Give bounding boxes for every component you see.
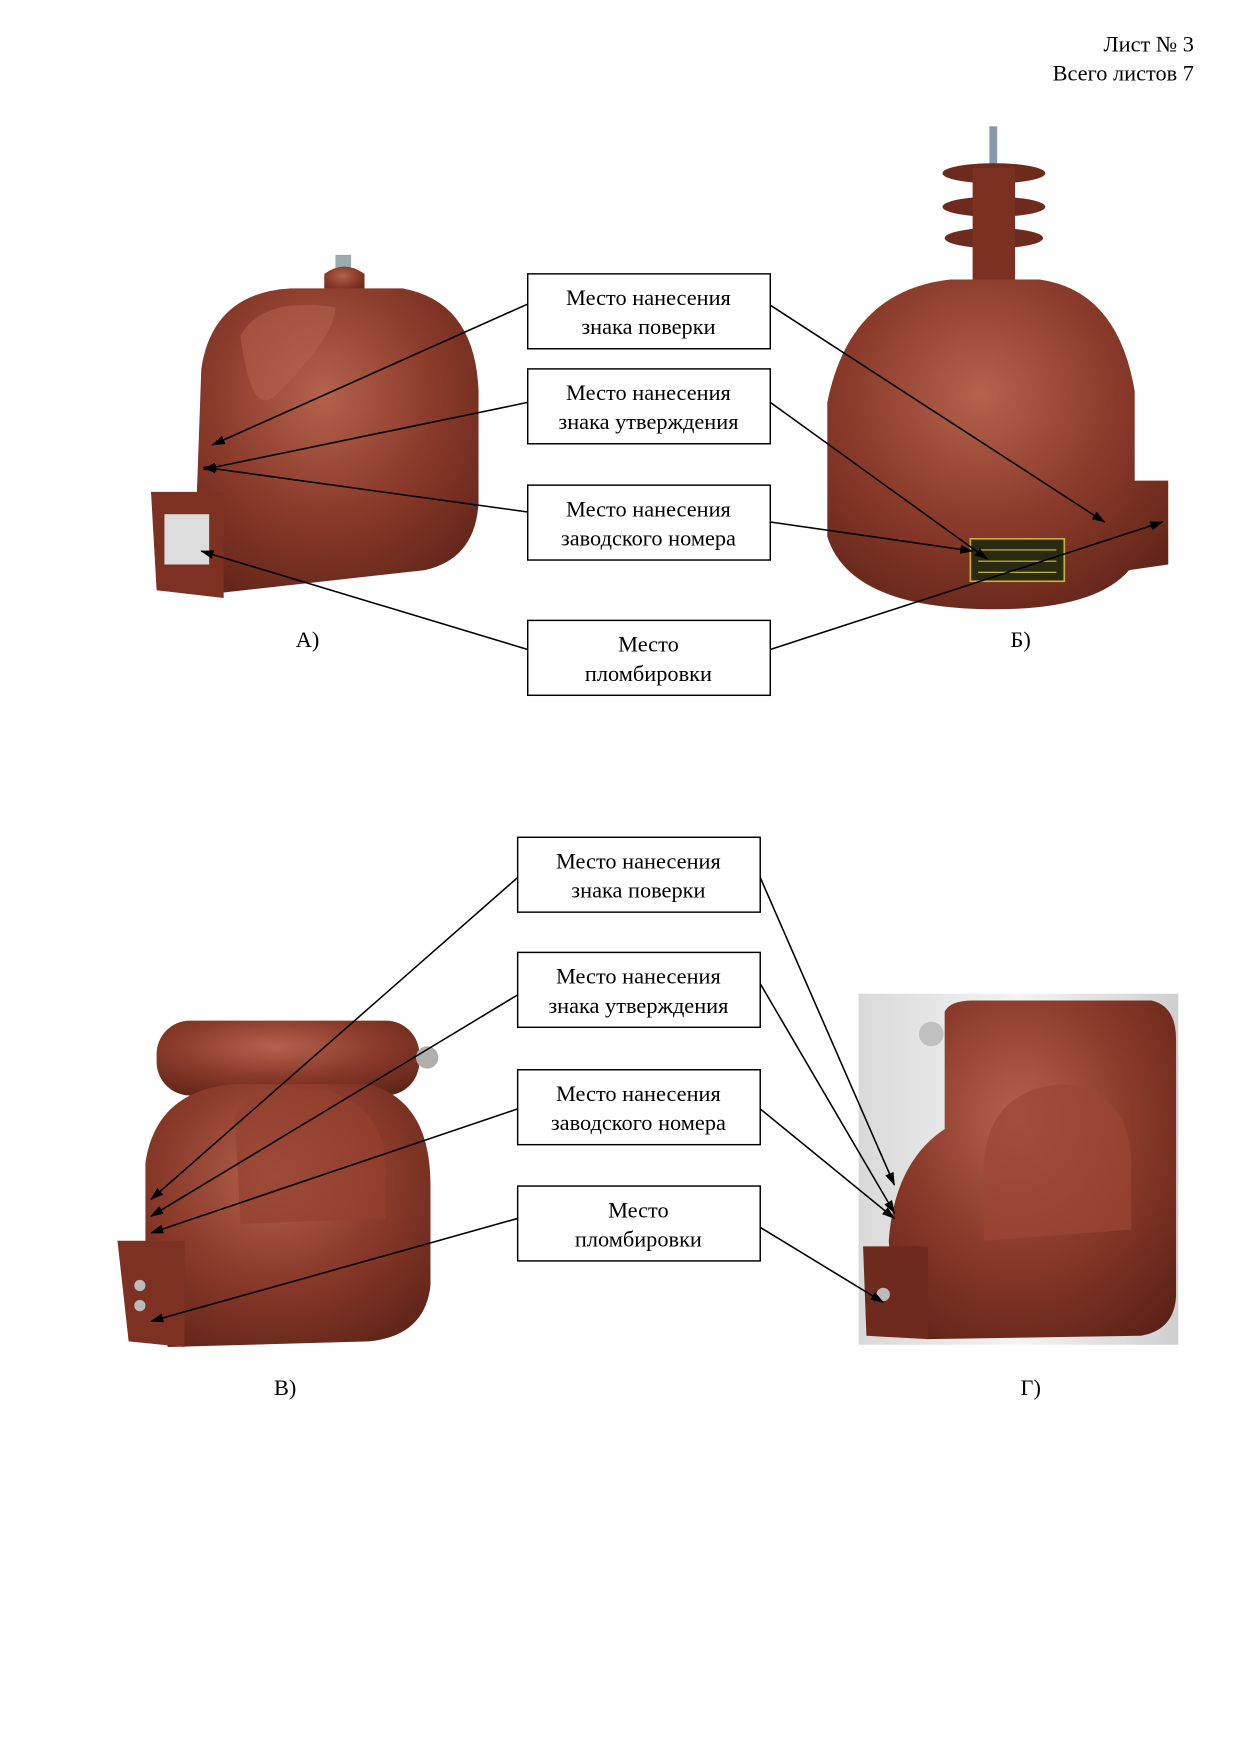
arrows-top — [200, 303, 1164, 651]
figure-label-a: А) — [296, 627, 320, 652]
callout-line2: заводского номера — [551, 1110, 726, 1135]
callout-serial-number-bottom: Место нанесения заводского номера — [516, 1069, 761, 1146]
callout-line2: знака поверки — [581, 314, 715, 339]
callout-line1: Место нанесения — [556, 849, 721, 874]
callout-line1: Место нанесения — [556, 964, 721, 989]
callout-line2: заводского номера — [561, 526, 736, 551]
sheet-total: Всего листов 7 — [1053, 60, 1194, 85]
callout-line1: Место нанесения — [556, 1081, 721, 1106]
transformer-photo-b — [827, 126, 1169, 610]
callout-verification-mark-top: Место нанесения знака поверки — [526, 273, 772, 350]
callout-approval-mark-bottom: Место нанесения знака утверждения — [516, 951, 761, 1029]
callout-line1: Место нанесения — [566, 285, 731, 310]
arrows-bottom — [149, 876, 896, 1323]
callout-line2: знака утверждения — [548, 993, 728, 1018]
callout-line2: пломбировки — [575, 1226, 702, 1251]
callout-sealing-top: Место пломбировки — [526, 619, 772, 697]
transformer-photo-a — [151, 254, 479, 599]
callout-line2: знака утверждения — [558, 409, 738, 434]
callout-verification-mark-bottom: Место нанесения знака поверки — [516, 836, 761, 913]
figure-label-b: Б) — [1011, 627, 1031, 652]
callout-line1: Место — [618, 632, 679, 657]
figure-label-g: Г) — [1021, 1375, 1041, 1400]
figure-label-v: В) — [274, 1375, 296, 1400]
callout-line2: пломбировки — [585, 661, 712, 686]
callout-serial-number-top: Место нанесения заводского номера — [526, 484, 772, 561]
callout-sealing-bottom: Место пломбировки — [516, 1185, 761, 1262]
transformer-photo-g — [858, 993, 1179, 1345]
callout-approval-mark-top: Место нанесения знака утверждения — [526, 368, 772, 445]
callout-line1: Место нанесения — [566, 496, 731, 521]
transformer-photo-v — [117, 1020, 439, 1347]
callout-line1: Место нанесения — [566, 380, 731, 405]
callout-line1: Место — [608, 1197, 669, 1222]
sheet-number: Лист № 3 — [1103, 31, 1193, 56]
callout-line2: знака поверки — [571, 878, 705, 903]
